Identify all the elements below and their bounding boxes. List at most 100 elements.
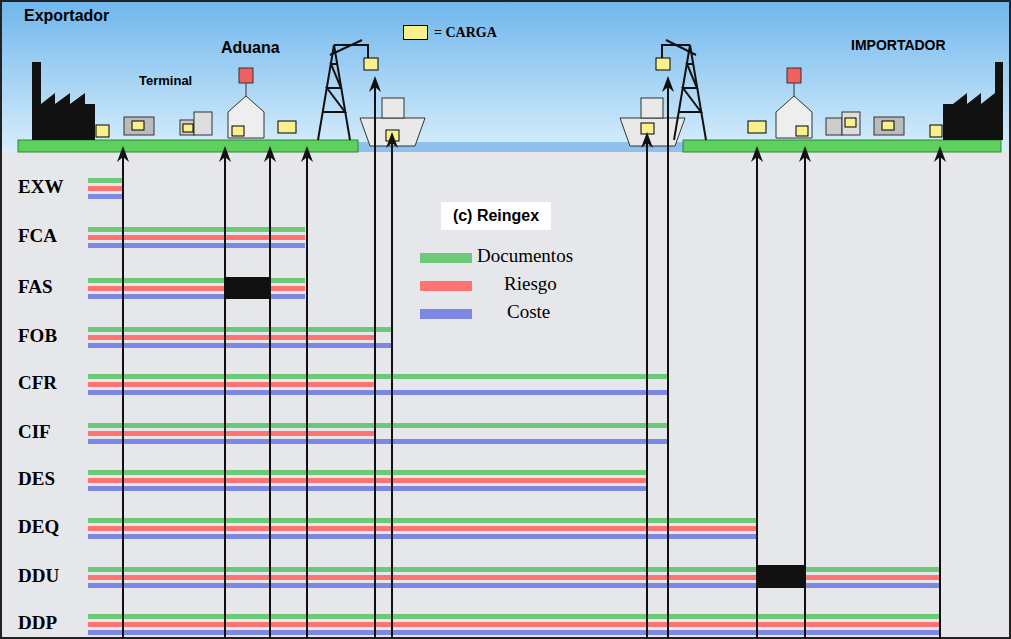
copyright-text: (c) Reingex [453, 207, 539, 225]
documents-bar [88, 374, 668, 379]
black-block [757, 565, 805, 588]
boxes [842, 112, 860, 135]
arrow-head [301, 146, 313, 162]
arrow-head [369, 76, 381, 92]
place-label: Exportador [24, 6, 109, 26]
documents-bar [88, 278, 305, 283]
chart-area [0, 152, 1011, 639]
crane-leg [674, 45, 706, 140]
sky [0, 0, 1011, 152]
incoterm-code: DDP [18, 612, 57, 634]
stage-line [224, 156, 226, 639]
cost-bar [88, 390, 668, 395]
risk-bar [88, 235, 305, 240]
crane-export [318, 40, 368, 140]
cost-bar [88, 194, 123, 199]
cargo-box [364, 58, 378, 70]
arrow-head [934, 146, 946, 162]
incoterm-code: FOB [18, 325, 57, 347]
risk-bar [88, 286, 305, 291]
documents-bar [88, 567, 940, 572]
risk-bar [88, 526, 757, 531]
documents-bar [88, 227, 305, 232]
risk-bar [88, 186, 123, 191]
legend-text: Coste [507, 301, 550, 323]
customs-house [228, 96, 264, 138]
stage-line [804, 156, 806, 639]
copyright-box: (c) Reingex [441, 202, 551, 230]
cost-bar [88, 534, 757, 539]
risk-bar [88, 431, 375, 436]
arrow-head [219, 146, 231, 162]
boxes [180, 120, 194, 135]
incoterm-code: FAS [18, 276, 52, 298]
black-block [225, 277, 271, 299]
flag [787, 68, 801, 83]
legend-swatch [403, 25, 428, 40]
risk-bar [88, 622, 940, 627]
legend-swatch [420, 253, 472, 263]
crane-leg [318, 45, 350, 140]
stage-line [269, 156, 271, 639]
cargo-box [232, 126, 244, 136]
truck [874, 117, 904, 135]
cargo-box [183, 124, 193, 132]
flag [239, 68, 253, 83]
crane-arm [666, 40, 696, 55]
factory-import [943, 62, 1003, 140]
cargo-box [796, 126, 808, 136]
cargo-box [845, 118, 856, 127]
cost-bar [88, 630, 940, 635]
documents-bar [88, 614, 940, 619]
boxes [194, 112, 212, 135]
cargo-box [748, 121, 766, 133]
stage-line [646, 142, 648, 639]
incoterm-code: DES [18, 468, 55, 490]
documents-bar [88, 178, 123, 183]
documents-bar [88, 327, 392, 332]
marker-group [117, 76, 946, 639]
cost-bar [88, 294, 305, 299]
cargo-box [882, 121, 894, 130]
truck [124, 117, 154, 135]
arrow-head [386, 132, 398, 148]
place-label: IMPORTADOR [851, 36, 946, 54]
place-label: Terminal [139, 72, 192, 89]
cargo-box [930, 125, 942, 137]
stage-line [667, 86, 669, 639]
arrow-head [264, 146, 276, 162]
incoterm-code: FCA [18, 225, 57, 247]
arrow-head [751, 146, 763, 162]
incoterm-code: EXW [18, 176, 63, 198]
arrow-head [641, 132, 653, 148]
crane-arm [330, 40, 362, 55]
legend-text: = CARGA [434, 25, 497, 41]
stage-line [391, 142, 393, 639]
documents-bar [88, 470, 647, 475]
factory-export [32, 62, 95, 140]
stage-line [306, 156, 308, 639]
cargo-box [132, 121, 144, 130]
risk-bar [88, 478, 647, 483]
arrow-head [662, 76, 674, 92]
cargo-box [278, 121, 296, 133]
stage-line [756, 156, 758, 639]
legend-text: Documentos [477, 245, 573, 267]
risk-bar [88, 335, 375, 340]
boxes [826, 118, 842, 135]
legend-text: Riesgo [504, 273, 557, 295]
risk-bar [88, 382, 375, 387]
risk-bar [88, 575, 940, 580]
arrow-head [117, 146, 129, 162]
crane-arm [662, 45, 690, 58]
documents-bar [88, 518, 757, 523]
cost-bar [88, 439, 668, 444]
legend-swatch [420, 309, 472, 319]
customs-house [776, 96, 812, 138]
cost-bar [88, 343, 392, 348]
documents-bar [88, 423, 668, 428]
crane-lattice [323, 64, 345, 112]
cargo-box [656, 58, 670, 70]
